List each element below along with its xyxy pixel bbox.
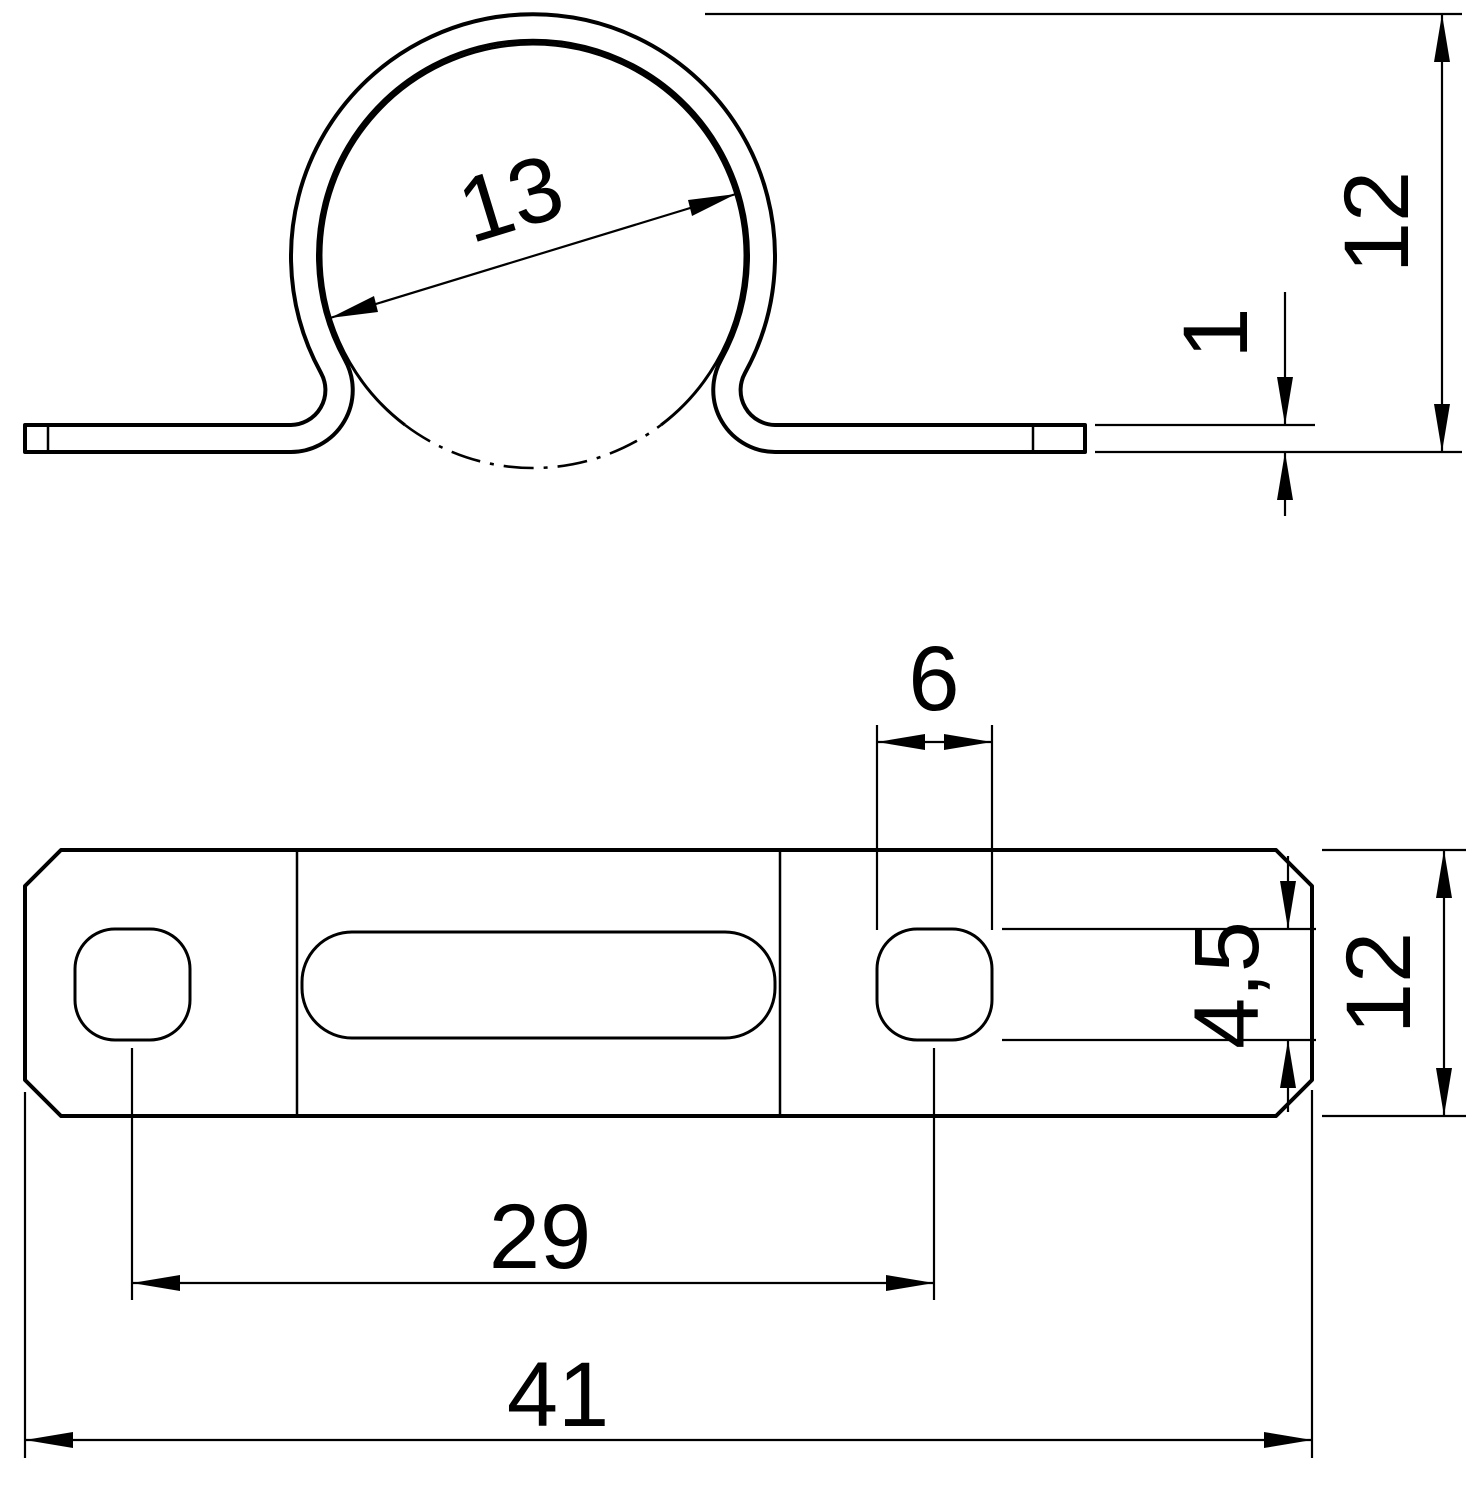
dim-label-hole-spacing: 29 xyxy=(489,1186,591,1288)
dim-label-pipe-diameter: 13 xyxy=(447,135,575,262)
arrowhead xyxy=(877,734,925,750)
side-view: 13 12 1 xyxy=(23,12,1462,516)
arrowhead xyxy=(1434,404,1450,452)
dim-label-hole-length: 4,5 xyxy=(1176,921,1278,1049)
arrowhead xyxy=(1434,14,1450,62)
dim-label-plate-width: 12 xyxy=(1328,932,1430,1034)
dim-overall-height: 12 xyxy=(705,12,1462,454)
dim-line xyxy=(329,192,737,320)
clamp-profile xyxy=(23,12,1087,454)
arrowhead xyxy=(1436,1068,1452,1116)
arrowhead xyxy=(1277,377,1293,425)
arrowhead xyxy=(132,1275,180,1291)
dim-label-material-thickness: 1 xyxy=(1165,307,1267,358)
arrowhead xyxy=(944,734,992,750)
saddle-projection xyxy=(300,930,777,1040)
arrowhead xyxy=(886,1275,934,1291)
dim-hole-spacing: 29 xyxy=(130,1048,936,1300)
dim-label-hole-width: 6 xyxy=(908,628,959,730)
arrowhead xyxy=(1280,881,1296,929)
arrowhead xyxy=(25,1432,73,1448)
arrowhead xyxy=(1280,1040,1296,1088)
arrowhead xyxy=(1436,850,1452,898)
plan-view: 6 4,5 12 xyxy=(23,628,1466,1458)
arrowhead xyxy=(1277,452,1293,500)
dim-pipe-diameter: 13 xyxy=(329,135,737,320)
dim-label-overall-height: 12 xyxy=(1326,171,1428,273)
arrowhead xyxy=(1264,1432,1312,1448)
right-hole xyxy=(875,927,994,1042)
dim-material-thickness: 1 xyxy=(1095,292,1315,516)
dim-label-overall-length: 41 xyxy=(507,1344,609,1446)
dim-plate-width: 12 xyxy=(1322,848,1466,1118)
arrowhead xyxy=(688,194,736,216)
left-hole xyxy=(73,927,192,1042)
pipe-circle xyxy=(319,42,747,427)
pipe-circle-hidden xyxy=(404,423,662,470)
base-plate-outline xyxy=(23,848,1314,1118)
arrowhead xyxy=(330,296,378,318)
dim-hole-width: 6 xyxy=(875,628,994,930)
dim-hole-length: 4,5 xyxy=(1002,856,1316,1112)
dim-overall-length: 41 xyxy=(23,1090,1314,1458)
